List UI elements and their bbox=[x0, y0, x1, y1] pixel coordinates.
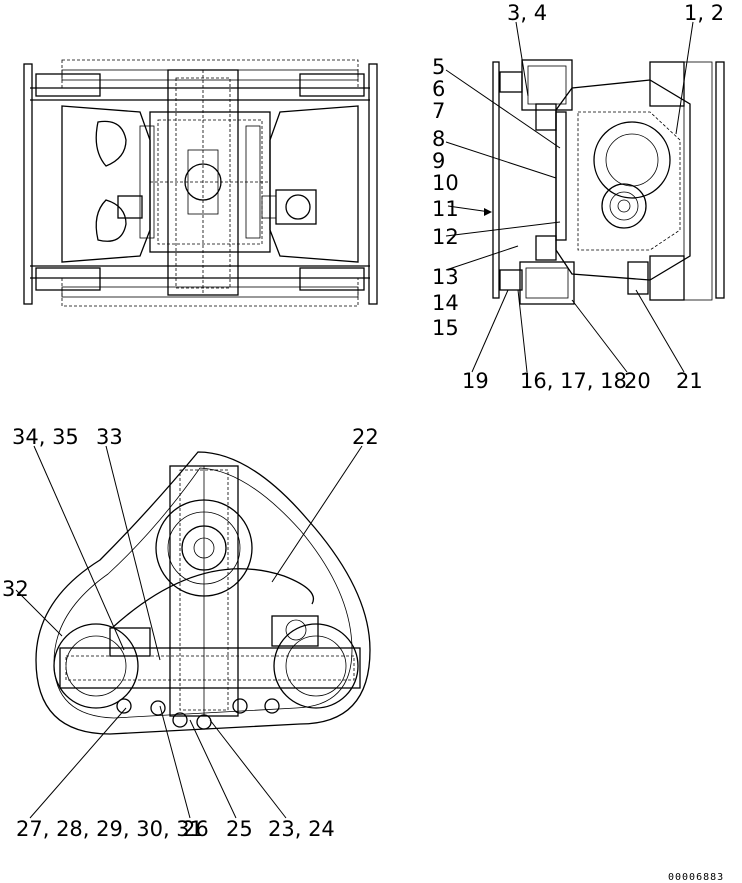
callout-32: 32 bbox=[2, 577, 29, 601]
callout-26: 26 bbox=[182, 817, 209, 841]
callout-22: 22 bbox=[352, 425, 379, 449]
callout-1-2: 1, 2 bbox=[684, 1, 724, 25]
callout-10: 10 bbox=[432, 171, 459, 195]
callout-9: 9 bbox=[432, 149, 445, 173]
callout-34-35: 34, 35 bbox=[12, 425, 79, 449]
figure-number: 00006883 bbox=[668, 872, 724, 883]
callout-11: 11 bbox=[432, 197, 459, 221]
track-view bbox=[35, 451, 371, 735]
callout-5: 5 bbox=[432, 55, 445, 79]
side-view-frame bbox=[492, 59, 725, 305]
callout-20: 20 bbox=[624, 369, 651, 393]
top-view-frame bbox=[23, 59, 378, 307]
callout-14: 14 bbox=[432, 291, 459, 315]
callout-16-17-18: 16, 17, 18 bbox=[520, 369, 627, 393]
leader-lines bbox=[15, 21, 694, 819]
callout-6: 6 bbox=[432, 77, 445, 101]
callout-27-31: 27, 28, 29, 30, 31 bbox=[16, 817, 203, 841]
callout-19: 19 bbox=[462, 369, 489, 393]
callout-7: 7 bbox=[432, 99, 445, 123]
callout-13: 13 bbox=[432, 265, 459, 289]
callout-23-24: 23, 24 bbox=[268, 817, 335, 841]
callout-12: 12 bbox=[432, 225, 459, 249]
callout-33: 33 bbox=[96, 425, 123, 449]
callout-25: 25 bbox=[226, 817, 253, 841]
callout-8: 8 bbox=[432, 127, 445, 151]
callout-3-4: 3, 4 bbox=[507, 1, 547, 25]
callout-15: 15 bbox=[432, 316, 459, 340]
callout-labels: 3, 4 1, 2 5 6 7 8 9 10 11 12 13 14 15 19… bbox=[2, 1, 724, 841]
callout-21: 21 bbox=[676, 369, 703, 393]
